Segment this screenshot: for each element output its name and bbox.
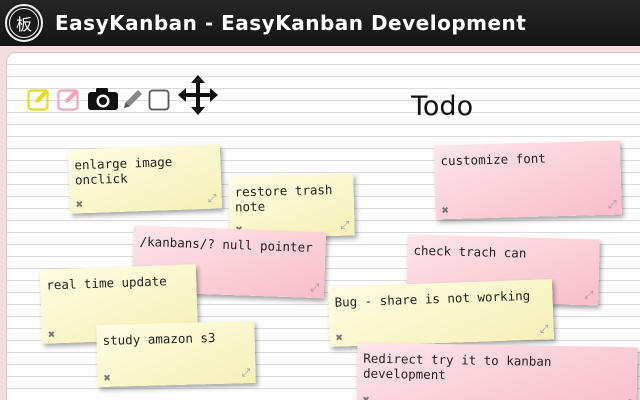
note-text: Bug - share is not working (334, 287, 531, 310)
column-title: Todo (411, 91, 474, 122)
resize-handle-icon[interactable]: ⤢ (607, 197, 617, 211)
resize-handle-icon[interactable]: ⤢ (207, 191, 217, 205)
camera-icon[interactable] (87, 87, 119, 111)
resize-handle-icon[interactable]: ⤢ (539, 322, 549, 336)
note-card[interactable]: Bug - share is not working ✖ ⤢ (328, 279, 554, 347)
edit-note-yellow-icon[interactable] (27, 87, 53, 111)
app-title: EasyKanban - EasyKanban Development (55, 11, 527, 35)
resize-handle-icon[interactable]: ⤢ (310, 280, 320, 295)
resize-handle-icon[interactable]: ⤢ (241, 366, 251, 380)
close-note-icon[interactable]: ✖ (75, 197, 84, 212)
app-logo-icon: 板 (5, 4, 43, 42)
resize-handle-icon[interactable]: ⤢ (340, 218, 350, 232)
note-text: /kanbans/? null pointer (139, 233, 313, 255)
note-card[interactable]: Redirect try it to kanban development ✖ … (356, 342, 638, 400)
close-note-icon[interactable]: ✖ (441, 203, 450, 218)
edit-note-pink-icon[interactable] (57, 87, 83, 111)
note-text: enlarge image onclick (74, 154, 173, 188)
note-text: study amazon s3 (102, 329, 216, 348)
note-card[interactable]: enlarge image onclick ✖ ⤢ (67, 144, 223, 214)
close-note-icon[interactable]: ✖ (335, 330, 344, 345)
resize-handle-icon[interactable]: ⤢ (623, 396, 632, 400)
kanban-board: Todo enlarge image onclick ✖ ⤢ restore t… (6, 52, 640, 400)
note-text: real time update (46, 273, 167, 293)
title-bar: 板 EasyKanban - EasyKanban Development (0, 0, 640, 46)
checkbox-icon[interactable] (148, 89, 170, 111)
close-note-icon[interactable]: ✖ (362, 392, 370, 400)
close-note-icon[interactable]: ✖ (103, 370, 112, 385)
logo-glyph: 板 (15, 15, 32, 34)
note-card[interactable]: study amazon s3 ✖ ⤢ (96, 320, 256, 388)
move-icon[interactable] (177, 75, 219, 115)
resize-handle-icon[interactable]: ⤢ (584, 288, 594, 302)
note-text: restore trash note (234, 181, 333, 215)
pencil-icon[interactable] (121, 87, 145, 111)
close-note-icon[interactable]: ✖ (47, 327, 56, 342)
note-card[interactable]: customize font ✖ ⤢ (434, 140, 622, 220)
note-text: customize font (440, 150, 546, 169)
note-text: check trach can (413, 242, 527, 261)
note-text: Redirect try it to kanban development (362, 350, 552, 383)
